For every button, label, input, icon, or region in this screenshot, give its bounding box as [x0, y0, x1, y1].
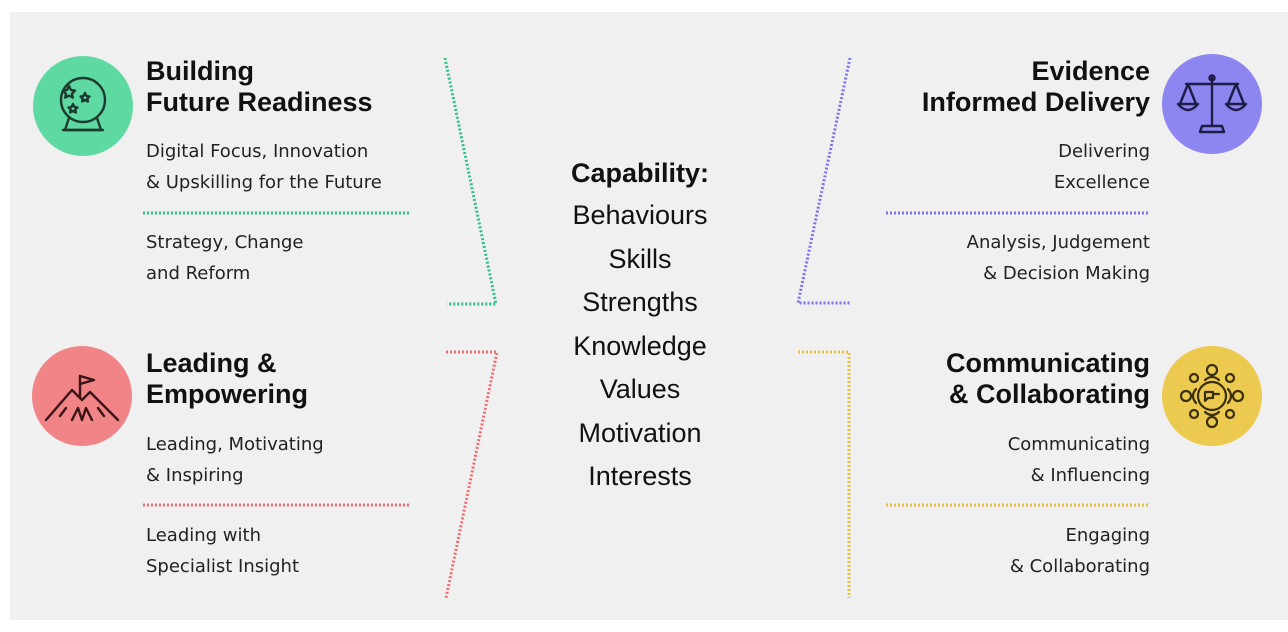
- building-item-1-line-1: Digital Focus, Innovation: [146, 141, 369, 162]
- mountain-flag-icon: [44, 374, 120, 422]
- communicating-item-2-line-2: & Collaborating: [1009, 556, 1150, 577]
- evidence-item-2: Analysis, Judgement & Decision Making: [967, 227, 1150, 289]
- capability-item-skills: Skills: [608, 243, 672, 274]
- purple-bracket-line: [796, 57, 852, 305]
- diagram-canvas: [10, 12, 1288, 620]
- leading-title-line-1: Leading &: [146, 348, 277, 378]
- evidence-item-2-line-2: & Decision Making: [983, 263, 1150, 284]
- leading-title-line-2: Empowering: [146, 379, 309, 409]
- leading-item-2-line-1: Leading with: [146, 525, 261, 546]
- evidence-icon-circle: [1162, 54, 1262, 154]
- capability-list: Behaviours Skills Strengths Knowledge Va…: [540, 194, 740, 499]
- leading-item-2-line-2: Specialist Insight: [146, 556, 299, 577]
- evidence-title-line-2: Informed Delivery: [921, 87, 1150, 117]
- building-item-2-line-1: Strategy, Change: [146, 232, 304, 253]
- evidence-item-1-line-1: Delivering: [1058, 141, 1150, 162]
- capability-item-behaviours: Behaviours: [572, 200, 708, 230]
- building-title-line-1: Building: [146, 56, 254, 86]
- scales-icon: [1176, 74, 1248, 134]
- evidence-title: Evidence Informed Delivery: [922, 56, 1150, 118]
- leading-item-1-line-1: Leading, Motivating: [146, 434, 324, 455]
- communicating-item-2-line-1: Engaging: [1065, 525, 1151, 546]
- communicating-icon-circle: [1162, 346, 1262, 446]
- crystal-ball-icon: [59, 76, 107, 132]
- evidence-item-2-line-1: Analysis, Judgement: [966, 232, 1150, 253]
- building-item-1-line-2: & Upskilling for the Future: [146, 172, 382, 193]
- capability-title: Capability:: [570, 158, 710, 188]
- capability-item-strengths: Strengths: [582, 287, 698, 317]
- communicating-item-1: Communicating & Influencing: [1008, 429, 1150, 491]
- evidence-item-1: Delivering Excellence: [1054, 136, 1150, 198]
- evidence-title-line-1: Evidence: [1031, 56, 1150, 86]
- leading-icon-circle: [32, 346, 132, 446]
- leading-item-2: Leading with Specialist Insight: [146, 520, 299, 582]
- communicating-item-2: Engaging & Collaborating: [1010, 520, 1150, 582]
- yellow-bracket-line: [798, 350, 851, 598]
- communicating-title: Communicating & Collaborating: [946, 348, 1150, 410]
- capability-item-knowledge: Knowledge: [573, 330, 707, 361]
- communicating-title-line-1: Communicating: [945, 348, 1150, 378]
- leading-title: Leading & Empowering: [146, 348, 308, 410]
- evidence-item-1-line-2: Excellence: [1053, 172, 1150, 193]
- capability-item-motivation: Motivation: [578, 417, 702, 448]
- building-item-2: Strategy, Change and Reform: [146, 227, 303, 289]
- leading-item-1-line-2: & Inspiring: [146, 465, 244, 486]
- capability-item-values: Values: [599, 374, 681, 404]
- leading-item-1: Leading, Motivating & Inspiring: [146, 429, 324, 491]
- red-bracket-line: [444, 350, 499, 599]
- building-title: Building Future Readiness: [146, 56, 373, 118]
- green-bracket-line: [443, 57, 498, 306]
- capability-item-interests: Interests: [588, 461, 692, 491]
- building-item-2-line-2: and Reform: [146, 263, 251, 284]
- communicating-item-1-line-1: Communicating: [1007, 434, 1150, 455]
- communicating-title-line-2: & Collaborating: [949, 379, 1150, 409]
- building-title-line-2: Future Readiness: [146, 87, 373, 117]
- collaboration-table-icon: [1179, 363, 1245, 429]
- communicating-item-1-line-2: & Influencing: [1030, 465, 1150, 486]
- building-item-1: Digital Focus, Innovation & Upskilling f…: [146, 136, 382, 198]
- building-icon-circle: [33, 56, 133, 156]
